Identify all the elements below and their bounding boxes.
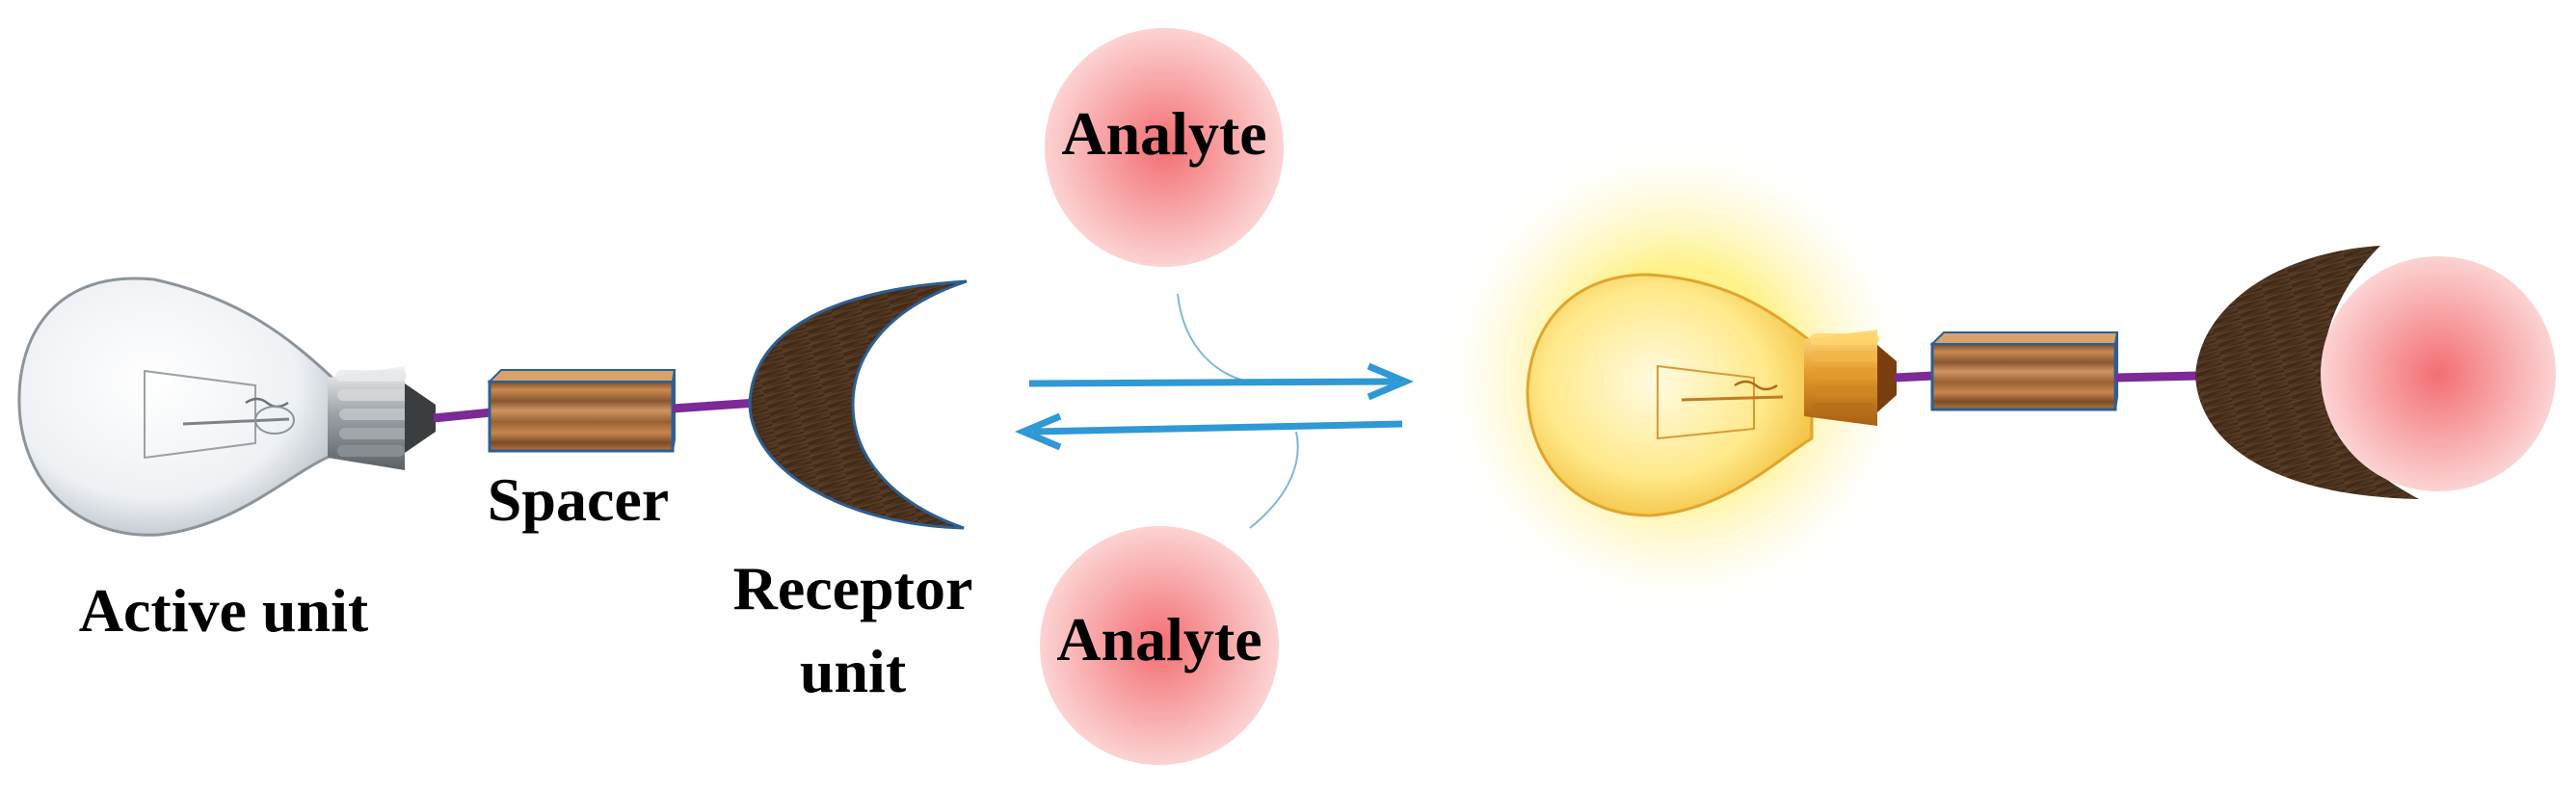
sphere-icon bbox=[1040, 526, 1279, 765]
light-bulb-on-icon bbox=[1526, 273, 1897, 517]
linker-bond bbox=[1894, 371, 1934, 383]
left-sensor-construct bbox=[17, 277, 968, 537]
right-sensor-construct bbox=[1436, 135, 2556, 617]
equilibrium-arrows-icon bbox=[1014, 293, 1415, 529]
receptor-unit-label-line1: Receptor bbox=[733, 554, 973, 622]
binding-curve-top bbox=[1177, 293, 1259, 384]
analyte-top: Analyte bbox=[1045, 28, 1284, 267]
crescent-receptor-icon bbox=[748, 279, 968, 530]
sphere-icon bbox=[1045, 28, 1284, 267]
analyte-bottom-label: Analyte bbox=[1056, 605, 1261, 673]
linker-bond bbox=[433, 408, 492, 423]
active-unit-label: Active unit bbox=[79, 576, 369, 645]
analyte-top-label: Analyte bbox=[1061, 99, 1266, 168]
linker-bond bbox=[2114, 371, 2200, 383]
binding-curve-bottom bbox=[1249, 431, 1299, 529]
wooden-block-icon bbox=[1929, 331, 2119, 411]
spacer-label: Spacer bbox=[488, 465, 669, 534]
light-bulb-off-icon bbox=[17, 277, 436, 537]
crescent-receptor-icon bbox=[2195, 246, 2419, 499]
sphere-icon bbox=[2321, 256, 2556, 491]
analyte-bottom: Analyte bbox=[1040, 526, 1279, 765]
linker-bond bbox=[672, 398, 757, 413]
wooden-block-icon bbox=[487, 369, 677, 453]
receptor-unit-label-line2: unit bbox=[800, 637, 907, 705]
